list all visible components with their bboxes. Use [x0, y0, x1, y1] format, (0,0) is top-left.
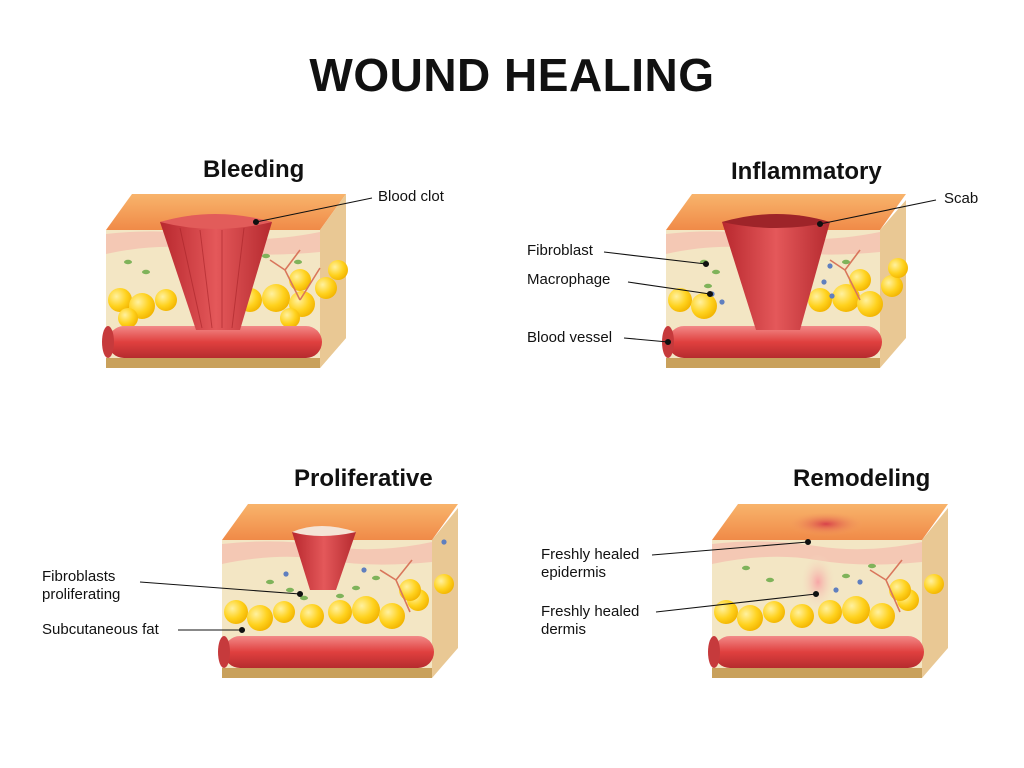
label-subcutaneous-fat: Subcutaneous fat	[42, 621, 159, 638]
label-macrophage: Macrophage	[527, 271, 611, 288]
block-remodeling	[708, 504, 948, 678]
label-freshly-healed-dermis: Freshly healed dermis	[541, 603, 639, 639]
leader-freshly-healed-dermis	[655, 593, 817, 613]
leader-freshly-healed-epidermis	[651, 541, 809, 556]
leader-fibroblast	[603, 251, 707, 265]
page-title: WOUND HEALING	[309, 49, 715, 101]
block-proliferative	[218, 504, 458, 678]
label-fibroblasts-proliferating: Fibroblasts proliferating	[42, 568, 120, 604]
label-line: Freshly healed	[541, 546, 640, 563]
stage-title-proliferative: Proliferative	[294, 465, 433, 492]
leader-blood-vessel	[623, 337, 669, 343]
label-fibroblast: Fibroblast	[527, 242, 593, 259]
label-line: epidermis	[541, 564, 607, 581]
stage-title-remodeling: Remodeling	[793, 465, 931, 492]
leader-fibroblasts-proliferating	[139, 581, 301, 595]
label-line: Freshly healed	[541, 603, 640, 620]
leader-scab	[819, 199, 937, 225]
stage-title-bleeding: Bleeding	[203, 156, 305, 183]
block-bleeding	[102, 194, 348, 368]
label-freshly-healed-epidermis: Freshly healed epidermis	[541, 546, 639, 582]
label-line: dermis	[541, 621, 587, 638]
label-line: proliferating	[42, 586, 121, 603]
label-line: Fibroblasts	[42, 568, 116, 585]
leader-macrophage	[627, 281, 711, 295]
label-blood-vessel: Blood vessel	[527, 329, 613, 346]
block-inflammatory	[662, 194, 908, 368]
stage-title-inflammatory: Inflammatory	[731, 158, 882, 185]
leader-blood-clot	[255, 197, 373, 223]
label-scab: Scab	[944, 190, 979, 207]
label-blood-clot: Blood clot	[378, 188, 444, 205]
